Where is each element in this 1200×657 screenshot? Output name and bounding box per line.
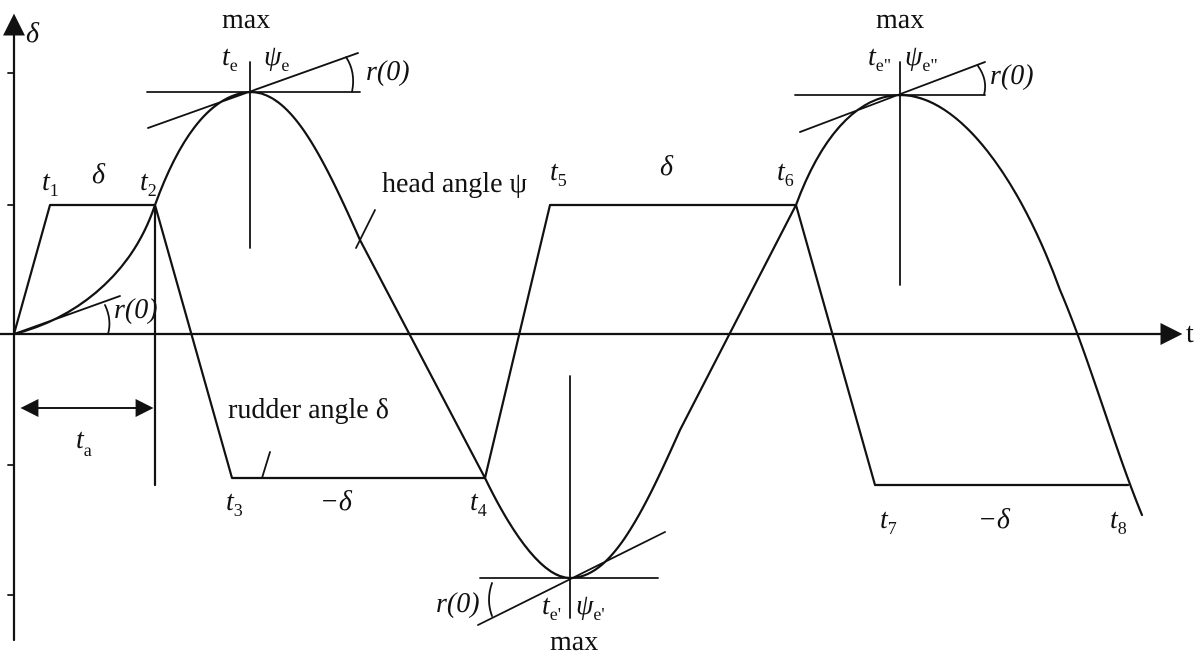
second-max-label: max	[550, 626, 598, 657]
third-te-label: te"	[868, 41, 891, 75]
ta-label: ta	[76, 424, 92, 460]
origin-tangent-line	[13, 295, 121, 335]
third-max-label: max	[876, 4, 924, 35]
t3-label: t3	[226, 486, 243, 520]
origin-rate-label: r(0)	[114, 294, 158, 325]
rudder-angle-trace	[12, 203, 1130, 487]
rudder-neg-value-1: −δ	[320, 486, 353, 517]
second-te-label: te'	[542, 590, 561, 624]
first-max-marker	[146, 52, 361, 249]
first-max-label: max	[222, 4, 270, 35]
t4-label: t4	[470, 486, 487, 520]
second-extremum-marker	[477, 375, 666, 626]
y-axis-ticks	[7, 72, 15, 596]
t6-label: t6	[777, 156, 794, 190]
t5-label: t5	[550, 156, 567, 190]
second-psie-label: ψe'	[576, 590, 605, 624]
rudder-neg-value-2: −δ	[978, 504, 1011, 535]
y-axis-label: δ	[26, 18, 40, 49]
rudder-angle-label: rudder angle δ	[228, 394, 389, 425]
t8-label: t8	[1110, 504, 1127, 538]
head-angle-leader	[355, 209, 376, 249]
t1-label: t1	[42, 166, 59, 200]
second-rate-label: r(0)	[436, 588, 480, 619]
first-te-label: te	[222, 41, 238, 75]
t2-label: t2	[140, 166, 157, 200]
origin-rate-arc	[104, 304, 111, 335]
head-angle-label: head angle ψ	[382, 168, 527, 199]
first-psie-label: ψe	[264, 41, 289, 75]
third-max-marker	[794, 61, 987, 286]
head-angle-trace	[12, 90, 1144, 580]
third-psie-label: ψe"	[905, 41, 938, 75]
third-rate-label: r(0)	[990, 60, 1034, 91]
x-axis-label: t	[1186, 318, 1194, 349]
first-rate-label: r(0)	[366, 56, 410, 87]
rudder-pos-value-1: δ	[92, 159, 106, 190]
rudder-pos-value-2: δ	[660, 151, 674, 182]
rudder-angle-leader	[261, 451, 271, 479]
t7-label: t7	[880, 504, 897, 538]
